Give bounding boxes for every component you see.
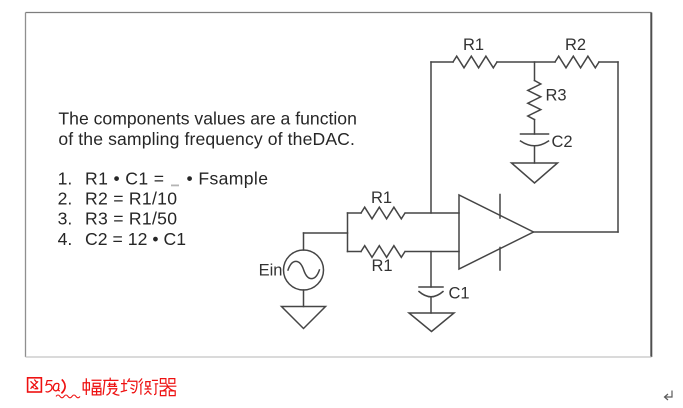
svg-text:R2 = R1/10: R2 = R1/10 xyxy=(85,189,177,209)
svg-text:R3: R3 xyxy=(546,87,567,105)
svg-text:4.: 4. xyxy=(58,229,73,249)
svg-text:C2: C2 xyxy=(552,133,573,151)
svg-text:of the sampling frequency of t: of the sampling frequency of theDAC. xyxy=(58,129,355,149)
svg-text:R1: R1 xyxy=(463,36,484,54)
svg-text:R3 = R1/50: R3 = R1/50 xyxy=(85,209,177,229)
svg-text:R1: R1 xyxy=(371,189,392,207)
svg-text:1.: 1. xyxy=(58,168,73,188)
svg-text:R2: R2 xyxy=(565,36,586,54)
svg-text:2.: 2. xyxy=(58,189,73,209)
svg-text:The components values are a fu: The components values are a function xyxy=(58,109,357,129)
svg-text:C1: C1 xyxy=(449,285,470,303)
svg-text:R1: R1 xyxy=(371,257,392,275)
svg-text:Ein: Ein xyxy=(259,262,283,280)
svg-text:C2 = 12 • C1: C2 = 12 • C1 xyxy=(85,229,186,249)
svg-text:R1 • C1 = • Fsample: R1 • C1 = • Fsample xyxy=(85,168,268,188)
svg-text:3.: 3. xyxy=(58,209,73,229)
